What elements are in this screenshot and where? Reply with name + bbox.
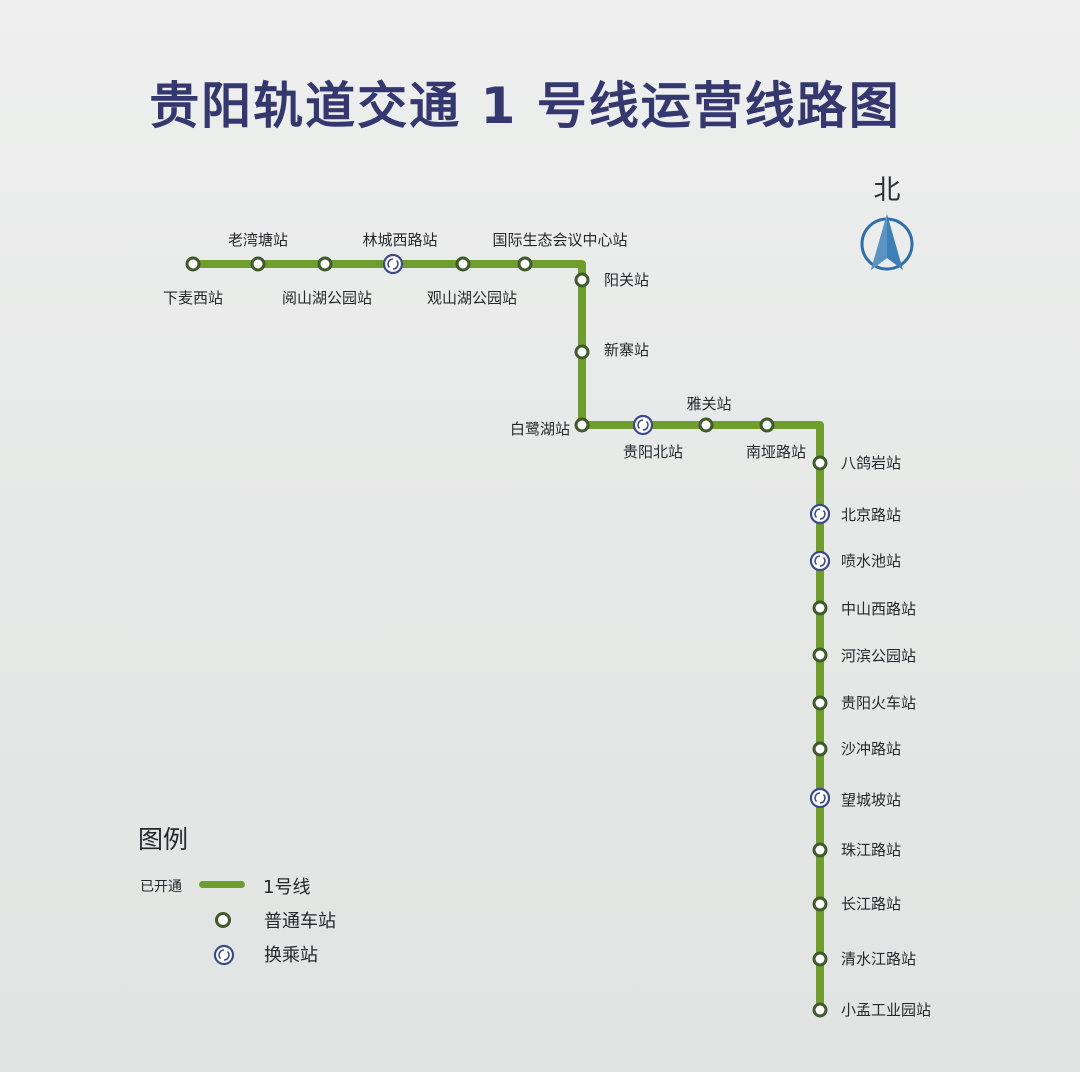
station: 清水江路站 bbox=[812, 950, 916, 968]
station-label: 沙冲路站 bbox=[841, 740, 901, 758]
north-arrow-icon bbox=[860, 214, 914, 271]
station: 林城西路站 bbox=[362, 231, 438, 275]
map-title: 贵阳轨道交通 1 号线运营线路图 bbox=[149, 77, 901, 135]
station-label: 阅山湖公园站 bbox=[282, 289, 372, 307]
station-marker bbox=[812, 951, 828, 967]
station: 下麦西站 bbox=[163, 256, 223, 307]
station-label: 白鹭湖站 bbox=[510, 420, 570, 438]
station: 阳关站 bbox=[574, 271, 649, 289]
interchange-arrow-icon bbox=[819, 509, 826, 520]
station-marker bbox=[455, 256, 471, 272]
station-label: 林城西路站 bbox=[362, 231, 437, 249]
station-label: 八鸽岩站 bbox=[841, 454, 901, 472]
interchange-arrow-icon bbox=[637, 419, 644, 430]
station: 国际生态会议中心站 bbox=[492, 231, 628, 272]
station-label: 中山西路站 bbox=[841, 600, 916, 618]
interchange-station-icon bbox=[213, 944, 235, 966]
interchange-arrow-icon bbox=[814, 555, 821, 566]
station: 长江路站 bbox=[812, 895, 901, 913]
interchange-arrow-icon bbox=[814, 508, 821, 519]
station-marker bbox=[517, 256, 533, 272]
station: 喷水池站 bbox=[809, 550, 901, 572]
station: 小孟工业园站 bbox=[812, 1001, 931, 1019]
interchange-arrow-icon bbox=[819, 556, 826, 567]
station-marker bbox=[812, 741, 828, 757]
legend-line-label: 1号线 bbox=[263, 877, 311, 898]
interchange-arrow-icon bbox=[642, 420, 649, 431]
legend-interchange-label: 换乘站 bbox=[264, 945, 318, 966]
interchange-station-icon bbox=[632, 414, 654, 436]
interchange-arrow-icon bbox=[814, 792, 821, 803]
station-label: 望城坡站 bbox=[841, 791, 901, 809]
legend-regular-label: 普通车站 bbox=[264, 911, 336, 932]
station: 河滨公园站 bbox=[812, 647, 916, 665]
station-label: 河滨公园站 bbox=[841, 647, 916, 665]
station-marker bbox=[317, 256, 333, 272]
regular-station-icon bbox=[215, 912, 231, 928]
station-label: 小孟工业园站 bbox=[841, 1001, 931, 1019]
station-label: 新寨站 bbox=[604, 341, 649, 359]
station-marker bbox=[812, 647, 828, 663]
station-label: 南垭路站 bbox=[746, 443, 806, 461]
station: 沙冲路站 bbox=[812, 740, 901, 758]
interchange-station-icon bbox=[809, 787, 831, 809]
station-label: 阳关站 bbox=[604, 271, 649, 289]
station: 八鸽岩站 bbox=[812, 454, 901, 472]
interchange-arrow-icon bbox=[387, 258, 394, 269]
station-marker bbox=[574, 344, 590, 360]
station-label: 贵阳火车站 bbox=[841, 694, 916, 712]
station: 南垭路站 bbox=[746, 417, 806, 461]
station-label: 喷水池站 bbox=[841, 552, 901, 570]
legend-status-label: 已开通 bbox=[140, 879, 182, 895]
north-label: 北 bbox=[873, 175, 901, 206]
station-marker bbox=[812, 1002, 828, 1018]
station-marker bbox=[574, 272, 590, 288]
interchange-station-icon bbox=[809, 550, 831, 572]
station: 阅山湖公园站 bbox=[282, 256, 372, 307]
interchange-station-icon bbox=[809, 503, 831, 525]
station: 老湾塘站 bbox=[228, 231, 288, 272]
station: 贵阳火车站 bbox=[812, 694, 916, 712]
station: 白鹭湖站 bbox=[510, 417, 590, 438]
station-label: 雅关站 bbox=[686, 395, 731, 413]
station-marker bbox=[812, 842, 828, 858]
station: 珠江路站 bbox=[812, 841, 901, 859]
station: 望城坡站 bbox=[809, 787, 901, 809]
station-label: 清水江路站 bbox=[841, 950, 916, 968]
legend-title: 图例 bbox=[138, 825, 189, 854]
station-marker bbox=[812, 896, 828, 912]
station-marker bbox=[812, 455, 828, 471]
station-marker bbox=[250, 256, 266, 272]
station-label: 老湾塘站 bbox=[228, 231, 288, 249]
station: 北京路站 bbox=[809, 503, 901, 525]
station-marker bbox=[185, 256, 201, 272]
station: 新寨站 bbox=[574, 341, 649, 360]
station: 中山西路站 bbox=[812, 600, 916, 618]
station-label: 贵阳北站 bbox=[623, 443, 683, 461]
station-label: 下麦西站 bbox=[163, 289, 223, 307]
interchange-station-icon bbox=[382, 253, 404, 275]
interchange-arrow-icon bbox=[819, 793, 826, 804]
station-marker bbox=[812, 600, 828, 616]
station: 贵阳北站 bbox=[623, 414, 683, 461]
station-label: 珠江路站 bbox=[841, 841, 901, 859]
station-marker bbox=[698, 417, 714, 433]
station-label: 国际生态会议中心站 bbox=[492, 231, 627, 249]
station-marker bbox=[574, 417, 590, 433]
station-marker bbox=[759, 417, 775, 433]
legend-line-swatch bbox=[199, 881, 245, 888]
station: 雅关站 bbox=[686, 395, 732, 433]
interchange-arrow-icon bbox=[392, 259, 399, 270]
station-label: 北京路站 bbox=[841, 506, 901, 524]
station: 观山湖公园站 bbox=[427, 256, 517, 307]
station-label: 长江路站 bbox=[841, 895, 901, 913]
station-label: 观山湖公园站 bbox=[427, 289, 517, 307]
station-marker bbox=[812, 695, 828, 711]
